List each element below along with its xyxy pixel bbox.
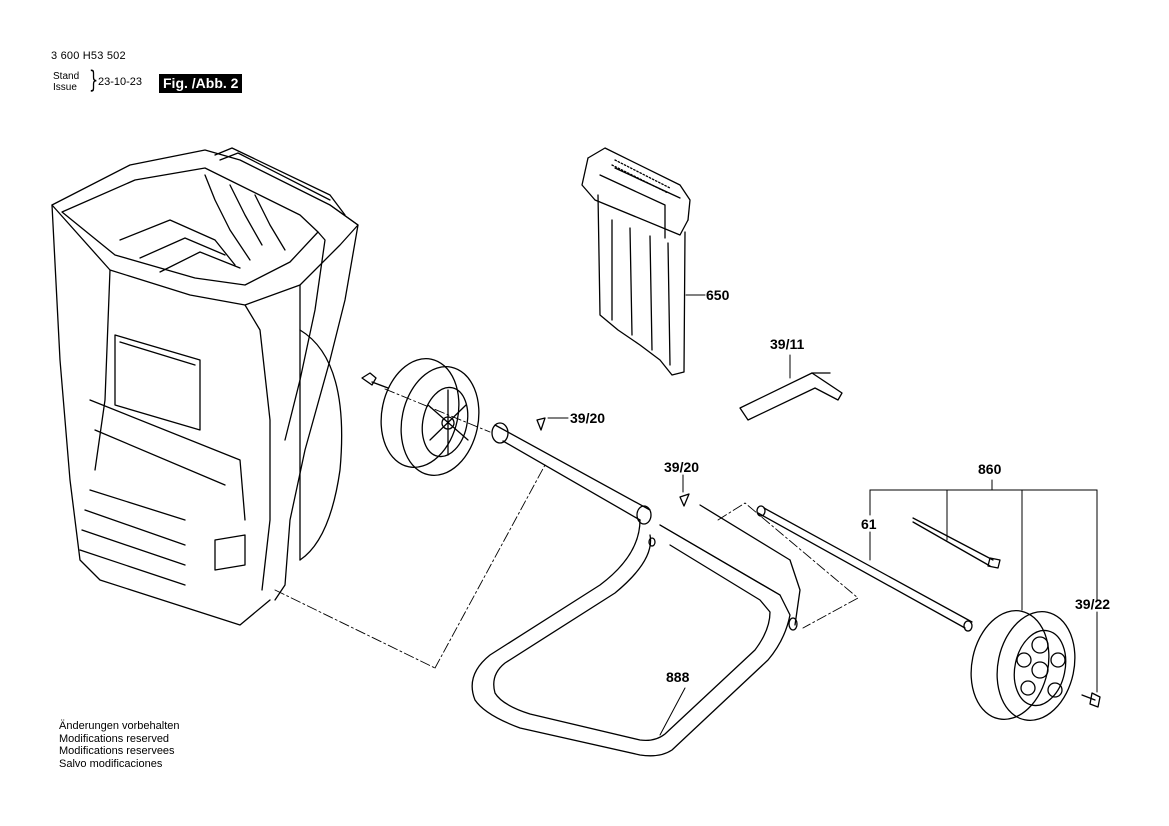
collection-chute (581, 147, 691, 376)
shredder-body (51, 147, 359, 626)
hex-key (739, 372, 843, 421)
callout-39-20-left: 39/20 (570, 410, 605, 426)
axle-rod (756, 505, 973, 632)
document-number: 3 600 H53 502 (51, 50, 126, 62)
note-french: Modifications reservees (59, 745, 175, 757)
issue-label: Issue (53, 82, 77, 93)
note-english: Modifications reserved (59, 732, 170, 745)
stand-issue-label: Stand Issue (53, 71, 79, 93)
callout-39-22: 39/22 (1075, 596, 1110, 612)
leader-lines (547, 294, 1098, 736)
right-wheel (970, 609, 1101, 722)
axle-tube (491, 417, 690, 525)
brace-glyph: } (89, 66, 99, 94)
callout-61: 61 (861, 516, 877, 532)
callout-39-11: 39/11 (770, 336, 804, 352)
callout-650: 650 (706, 287, 730, 303)
modification-notes: Änderungen vorbehalten Modifications res… (59, 720, 179, 770)
note-german: Änderungen vorbehalten (59, 720, 180, 732)
figure-label: Fig. /Abb. 2 (159, 74, 243, 93)
stand-label: Stand (53, 71, 80, 82)
stand-frame (471, 504, 801, 757)
callout-888: 888 (666, 669, 690, 685)
split-pin (912, 517, 1001, 569)
note-spanish: Salvo modificaciones (59, 757, 163, 770)
callout-39-20-right: 39/20 (664, 459, 699, 475)
issue-date: 23-10-23 (98, 76, 143, 88)
callout-860: 860 (978, 461, 1002, 477)
left-wheel (361, 357, 480, 477)
alignment-lines (274, 388, 859, 669)
